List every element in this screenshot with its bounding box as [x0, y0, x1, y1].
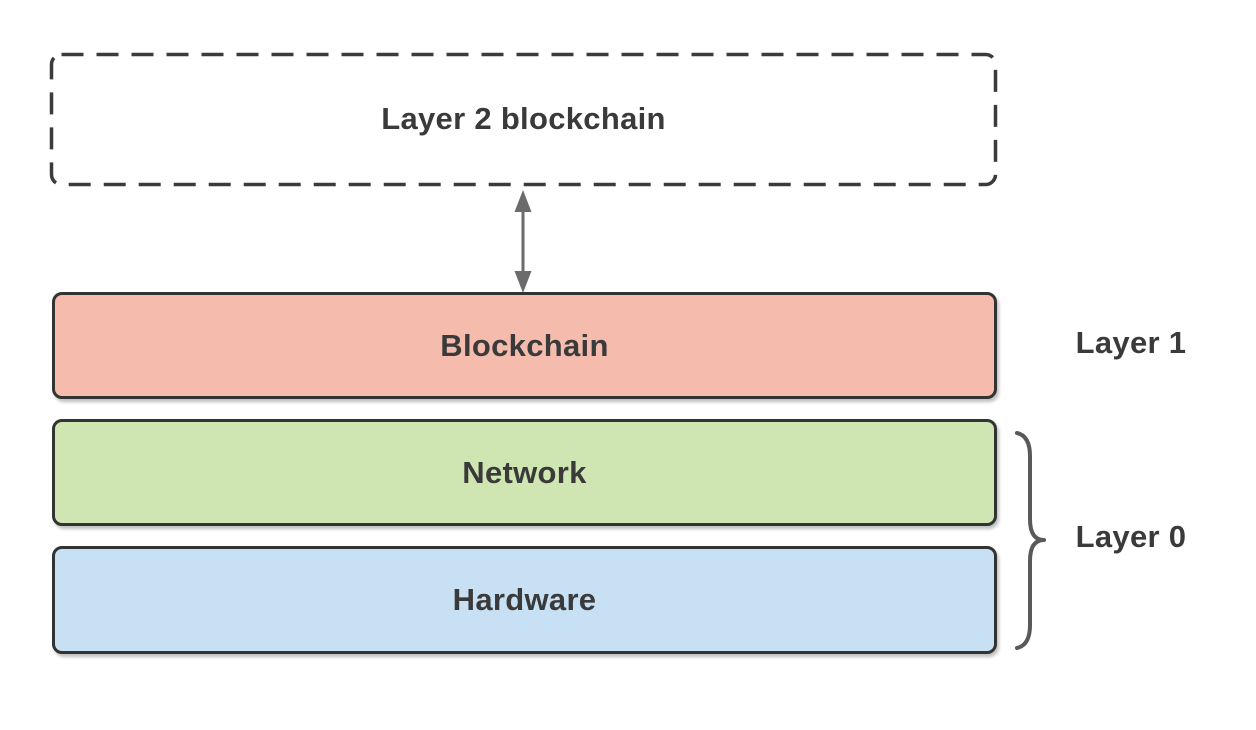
arrow-head-down — [514, 271, 532, 293]
arrow-head-up — [514, 190, 532, 212]
layer1-side-label: Layer 1 — [1075, 325, 1187, 360]
network-box: Network — [52, 419, 997, 526]
layer0-brace — [1015, 431, 1046, 650]
layer0-side-label: Layer 0 — [1075, 519, 1187, 554]
network-box-label: Network — [462, 454, 587, 490]
hardware-box-label: Hardware — [452, 582, 597, 617]
bidirectional-arrow-icon — [514, 190, 532, 293]
layer2-box-label: Layer 2 blockchain — [381, 101, 666, 136]
blockchain-box-label: Blockchain — [440, 327, 609, 363]
layer2-dashed-box — [49, 52, 998, 187]
blockchain-box: Blockchain — [52, 292, 997, 399]
layer2-box: Layer 2 blockchain — [50, 53, 997, 185]
hardware-box: Hardware — [52, 546, 997, 654]
